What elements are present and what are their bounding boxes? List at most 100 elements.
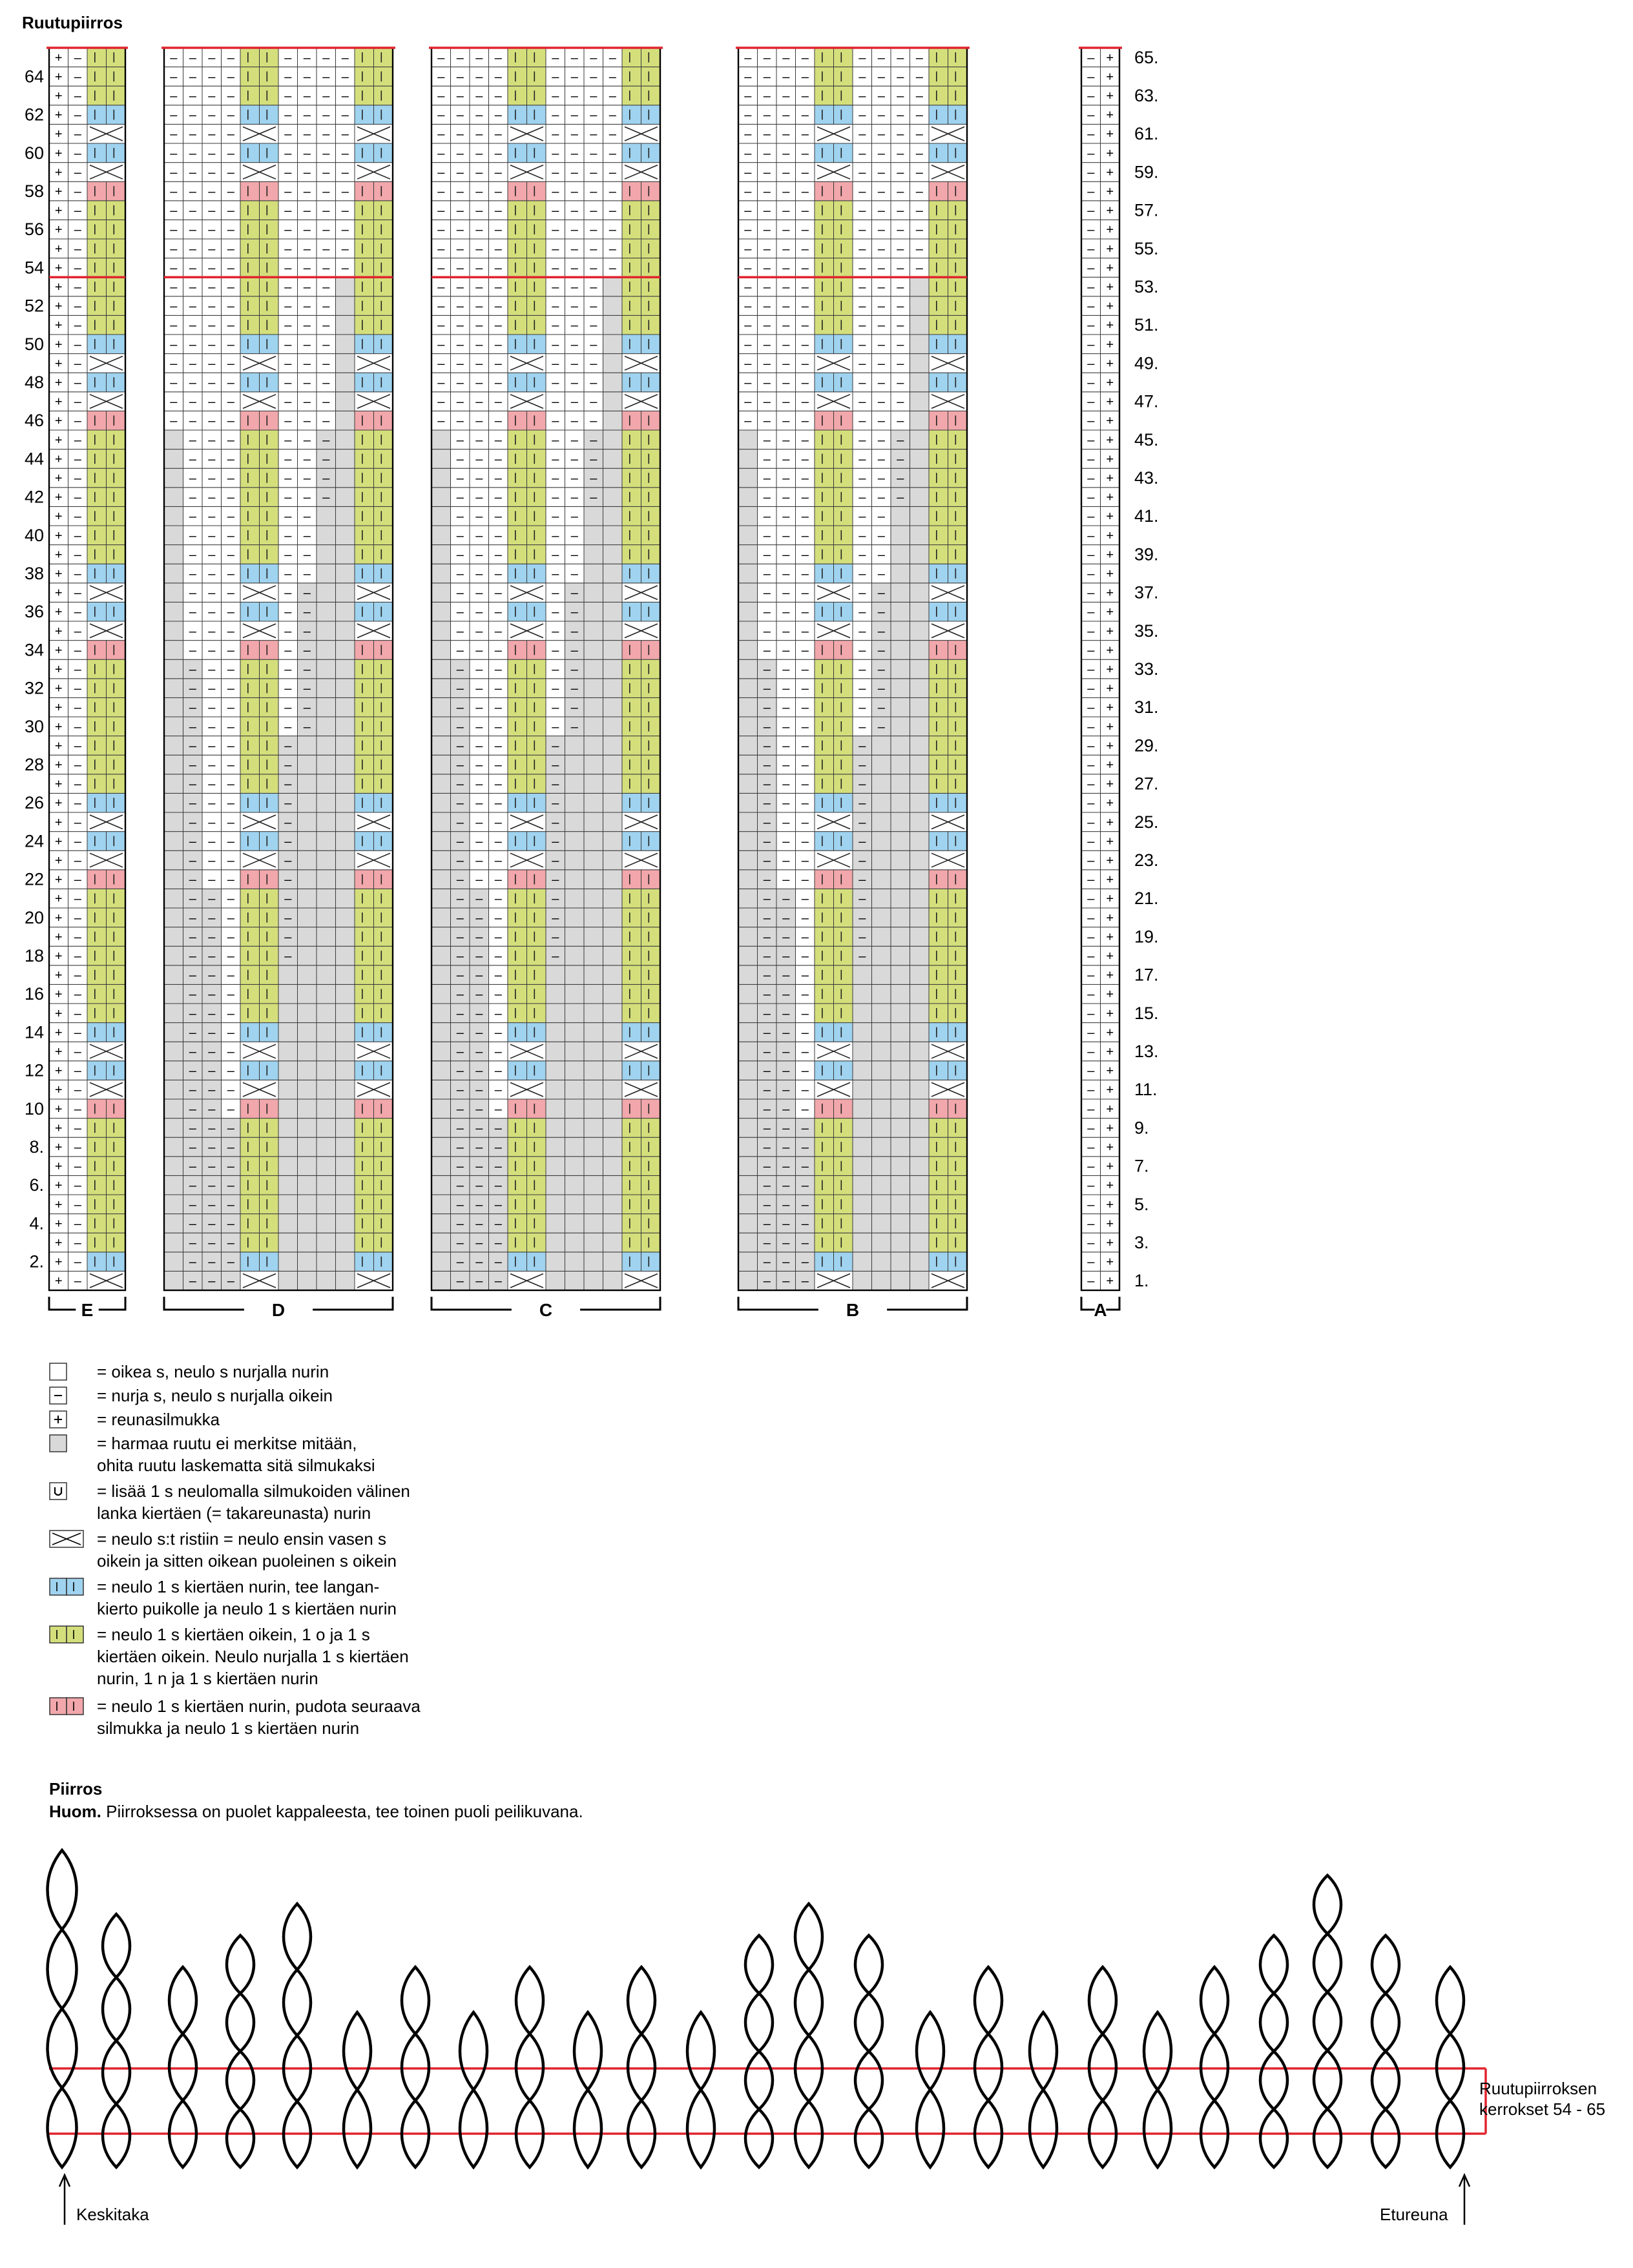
purl-symbol: – xyxy=(437,165,445,180)
purl-symbol: – xyxy=(284,165,292,180)
purl-symbol: – xyxy=(764,414,771,428)
purl-symbol: – xyxy=(475,204,483,218)
edge-symbol: + xyxy=(55,663,63,677)
purl-symbol: – xyxy=(1087,89,1095,103)
purl-symbol: – xyxy=(782,185,790,199)
purl-symbol: – xyxy=(782,147,790,161)
purl-symbol: – xyxy=(590,108,598,123)
purl-symbol: – xyxy=(782,70,790,84)
purl-symbol: – xyxy=(802,1064,809,1078)
purl-symbol: – xyxy=(457,663,464,677)
purl-symbol: – xyxy=(764,529,771,543)
purl-symbol: – xyxy=(227,185,235,199)
purl-symbol: – xyxy=(457,127,464,141)
purl-symbol: – xyxy=(858,834,866,849)
purl-symbol: – xyxy=(897,51,904,65)
edge-symbol: + xyxy=(1106,1102,1114,1117)
purl-symbol: – xyxy=(495,1198,503,1212)
purl-symbol: – xyxy=(609,147,617,161)
row-label-right: 59. xyxy=(1134,162,1159,181)
purl-symbol: – xyxy=(74,567,82,581)
purl-symbol: – xyxy=(227,300,235,314)
row-label-right: 9. xyxy=(1134,1118,1149,1137)
purl-symbol: – xyxy=(495,854,503,868)
purl-symbol: – xyxy=(495,1083,503,1097)
purl-symbol: – xyxy=(878,510,886,524)
edge-symbol: + xyxy=(55,778,63,792)
row-label-left: 44 xyxy=(25,449,44,468)
purl-symbol: – xyxy=(858,778,866,792)
purl-symbol: – xyxy=(170,300,178,314)
purl-symbol: – xyxy=(74,548,82,562)
purl-symbol: – xyxy=(744,127,752,141)
purl-symbol: – xyxy=(475,433,483,448)
panel-c: ––––––––––––––––––––––––––––––––––––––––… xyxy=(429,46,663,1320)
purl-symbol: – xyxy=(189,624,197,639)
purl-symbol: – xyxy=(495,643,503,657)
purl-symbol: – xyxy=(189,510,197,524)
purl-symbol: – xyxy=(495,834,503,849)
purl-symbol: – xyxy=(764,930,771,944)
purl-symbol: – xyxy=(552,510,559,524)
purl-symbol: – xyxy=(764,567,771,581)
purl-symbol: – xyxy=(475,1064,483,1078)
purl-symbol: – xyxy=(170,242,178,256)
purl-symbol: – xyxy=(227,969,235,983)
purl-symbol: – xyxy=(897,491,904,505)
purl-symbol: – xyxy=(189,1236,197,1250)
purl-symbol: – xyxy=(1087,987,1095,1002)
row-label-right: 49. xyxy=(1134,353,1159,373)
purl-symbol: – xyxy=(495,108,503,123)
purl-symbol: – xyxy=(764,892,771,906)
purl-symbol: – xyxy=(878,548,886,562)
purl-symbol: – xyxy=(1087,452,1095,466)
purl-symbol: – xyxy=(457,720,464,734)
purl-symbol: – xyxy=(189,778,197,792)
purl-symbol: – xyxy=(284,89,292,103)
purl-symbol: – xyxy=(609,51,617,65)
edge-symbol: + xyxy=(1106,395,1114,409)
purl-symbol: – xyxy=(782,242,790,256)
edge-symbol: + xyxy=(1106,816,1114,830)
purl-symbol: – xyxy=(227,739,235,753)
edge-symbol: + xyxy=(1106,261,1114,275)
purl-symbol: – xyxy=(764,1083,771,1097)
edge-symbol: + xyxy=(55,510,63,524)
purl-symbol: – xyxy=(571,127,579,141)
legend-text-2: = nurja s, neulo s nurjalla oikein xyxy=(97,1386,333,1405)
purl-symbol: – xyxy=(782,452,790,466)
purl-symbol: – xyxy=(322,338,330,352)
purl-symbol: – xyxy=(858,433,866,448)
legend-text-5: = lisää 1 s neulomalla silmukoiden välin… xyxy=(97,1481,410,1523)
edge-symbol: + xyxy=(1106,548,1114,562)
purl-symbol: – xyxy=(227,873,235,887)
purl-symbol: – xyxy=(170,89,178,103)
purl-symbol: – xyxy=(897,433,904,448)
purl-symbol: – xyxy=(227,1121,235,1135)
purl-symbol: – xyxy=(1087,376,1095,390)
row-label-left: 48 xyxy=(25,373,44,392)
purl-symbol: – xyxy=(802,51,809,65)
purl-symbol: – xyxy=(227,491,235,505)
purl-symbol: – xyxy=(590,395,598,409)
purl-symbol: – xyxy=(304,185,311,199)
note-bold: Huom. xyxy=(49,1802,101,1821)
purl-symbol: – xyxy=(802,663,809,677)
purl-symbol: – xyxy=(227,758,235,772)
purl-symbol: – xyxy=(74,1121,82,1135)
purl-symbol: – xyxy=(802,720,809,734)
purl-symbol: – xyxy=(878,185,886,199)
purl-symbol: – xyxy=(457,452,464,466)
purl-symbol: – xyxy=(1087,127,1095,141)
purl-symbol: – xyxy=(878,89,886,103)
purl-symbol: – xyxy=(802,433,809,448)
purl-symbol: – xyxy=(802,873,809,887)
row-label-right: 21. xyxy=(1134,889,1159,908)
edge-symbol: + xyxy=(55,1179,63,1193)
purl-symbol: – xyxy=(342,51,349,65)
purl-symbol: – xyxy=(552,414,559,428)
row-label-left: 12 xyxy=(25,1061,44,1080)
purl-symbol: – xyxy=(74,452,82,466)
purl-symbol: – xyxy=(304,89,311,103)
purl-symbol: – xyxy=(284,949,292,964)
